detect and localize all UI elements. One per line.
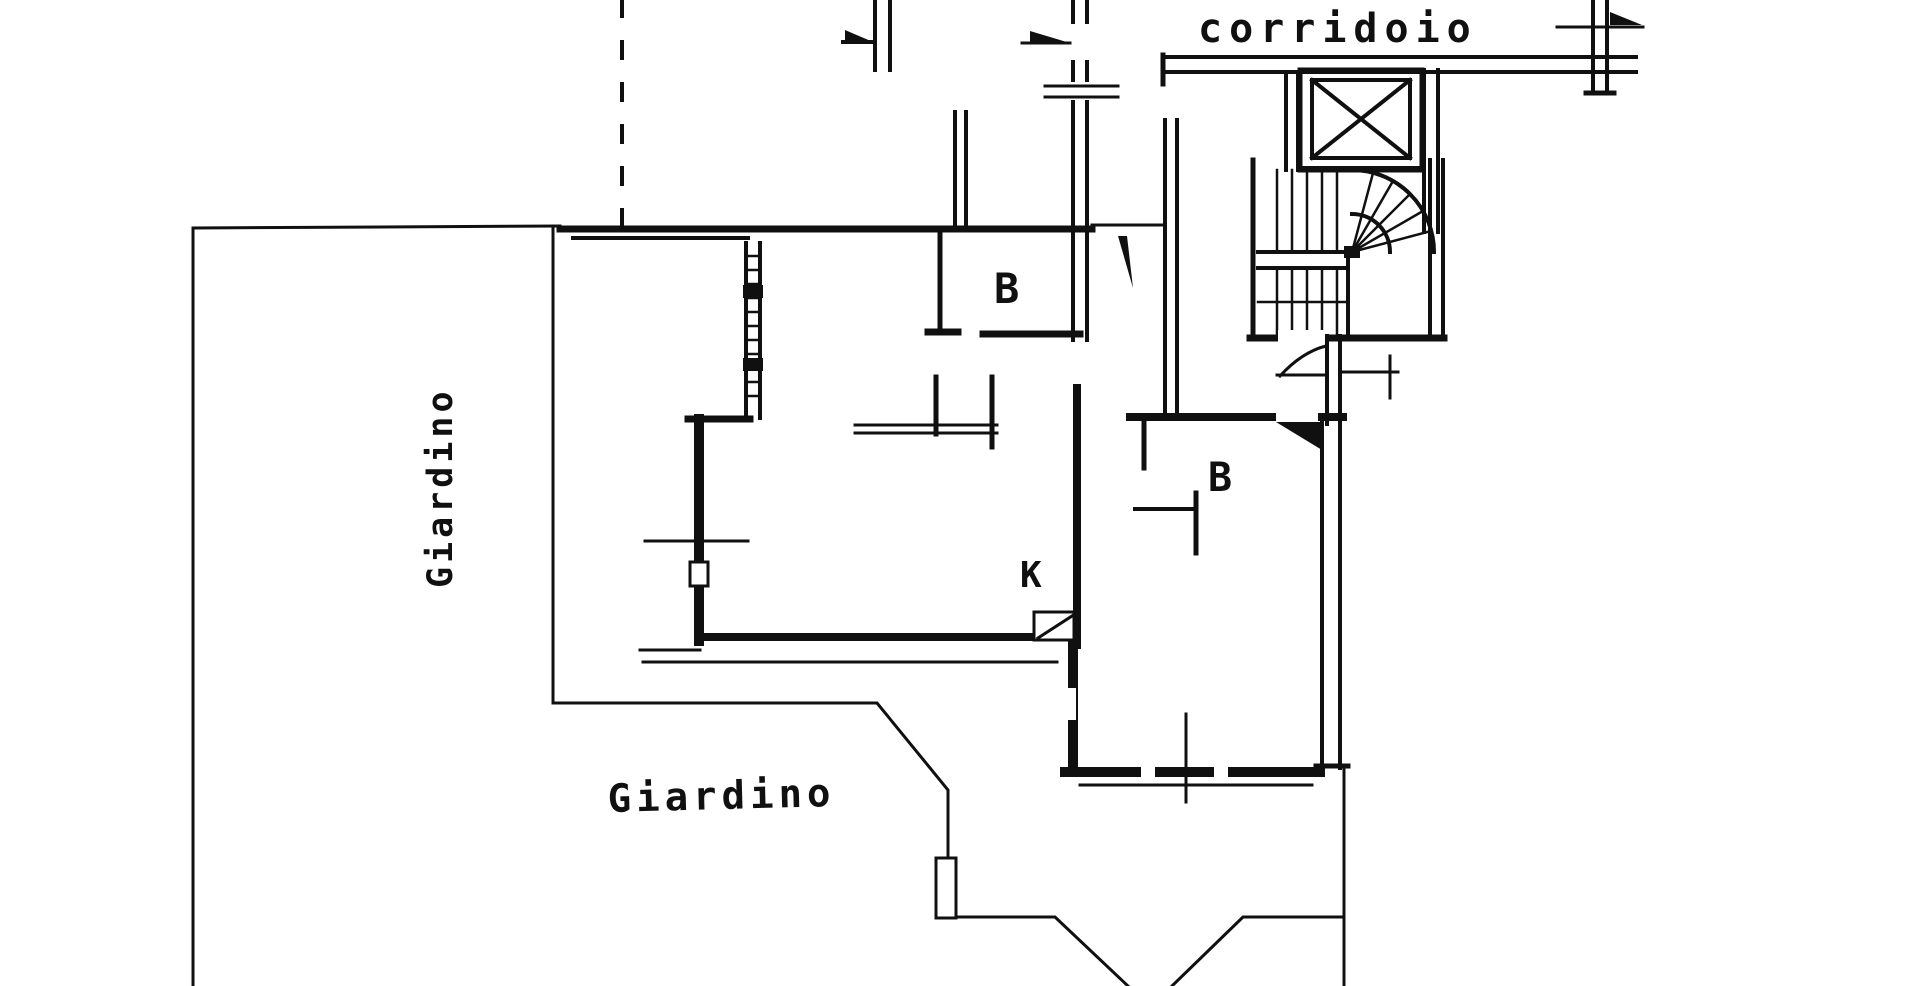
staircase xyxy=(1246,157,1448,400)
veranda-window-wall xyxy=(743,241,763,420)
bottom-window-2 xyxy=(1214,764,1228,778)
terrace-window xyxy=(934,856,958,920)
entry-hall-walls xyxy=(1118,118,1342,426)
garden-boundary xyxy=(191,224,562,986)
bathroom-door-leaf xyxy=(1276,422,1322,450)
bottom-room-walls xyxy=(1060,640,1325,804)
elevator-shaft xyxy=(1284,67,1440,234)
plan-labels: corridoio B B K Giardino Giardino xyxy=(421,6,1478,822)
upper-wall-fragments xyxy=(841,0,968,228)
corridor-label: corridoio xyxy=(1198,6,1478,52)
bottom-window-1 xyxy=(1141,764,1155,778)
garden-bottom-label: Giardino xyxy=(607,771,836,822)
kitchen-walls xyxy=(638,384,1081,664)
garden-path-outline xyxy=(551,224,1346,986)
entry-door-leaf xyxy=(1030,31,1070,43)
hall-door-leaf xyxy=(1118,236,1133,288)
bathroom-middle-walls xyxy=(1126,409,1351,770)
elevator-car xyxy=(1310,78,1412,160)
garden-left-label: Giardino xyxy=(421,387,461,588)
stair-winder-fan xyxy=(1344,167,1437,258)
kitchen-left-niche xyxy=(688,560,710,588)
stair-treads-lower xyxy=(1275,266,1339,338)
kitchen-label: K xyxy=(1020,555,1042,596)
bathroom-top-label: B xyxy=(994,264,1019,313)
entry-wall xyxy=(1020,0,1120,342)
bathroom-top-walls xyxy=(924,230,1084,338)
bathroom-middle-label: B xyxy=(1208,455,1232,501)
apartment-top-wall xyxy=(556,223,1165,240)
hallway-partitions xyxy=(853,374,1199,556)
stair-treads-upper xyxy=(1275,168,1339,254)
landing-door-arc xyxy=(1277,344,1328,379)
corridor-door-leaf xyxy=(1610,12,1642,25)
